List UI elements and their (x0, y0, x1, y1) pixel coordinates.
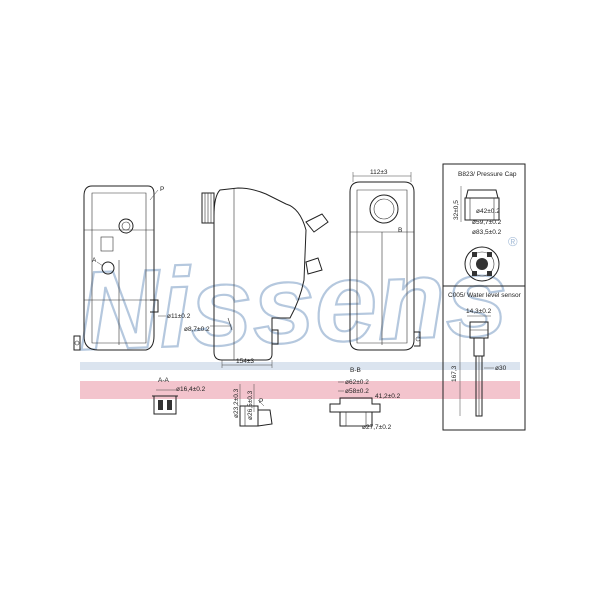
label-p: P (160, 186, 164, 193)
cap-dim-height: 32±0,5 (453, 200, 460, 220)
detail-p: ø23,2±0.3 ø26,5±0.3 P (233, 384, 273, 427)
dim-small-hole: ø11±0.2 (167, 313, 191, 320)
tank-side-view: 154±3 ø8,7±0.2 (184, 187, 329, 368)
p-dim-1: ø23,2±0.3 (233, 388, 240, 418)
sensor-dim-width: 14,3±0.2 (466, 308, 492, 315)
detail-a-a: A-A ø16,4±0.2 (152, 377, 206, 415)
registered-mark: ® (508, 234, 518, 249)
bb-dim-3: 41,2±0.2 (375, 393, 401, 400)
blue-stripe (80, 362, 520, 370)
bb-dim-4: ø27,7±0.2 (362, 424, 392, 431)
aa-title: A-A (158, 377, 170, 384)
sensor-title: C005/ Water level sensor (448, 292, 522, 299)
p-label: P (259, 398, 263, 405)
dim-outlet: ø8,7±0.2 (184, 326, 210, 333)
sensor-dim-height: 167,3 (451, 365, 458, 382)
detail-b-b: B-B ø62±0.2 ø58±0.2 41,2±0.2 ø27,7±0.2 (329, 367, 401, 431)
watermark: Nissens ® (75, 233, 518, 375)
cap-title: B823/ Pressure Cap (458, 171, 517, 178)
cap-dim-3: ø83,5±0.2 (472, 229, 502, 236)
pink-stripe (80, 381, 520, 399)
tank-left-view: P A ø11±0.2 (73, 185, 191, 351)
cap-dim-1: ø42±0.2 (476, 208, 500, 215)
dim-right-width: 112±3 (370, 169, 388, 176)
label-b: B (398, 227, 402, 234)
panel-water-level-sensor: C005/ Water level sensor 14,3±0.2 167,3 … (448, 292, 522, 417)
tank-right-view: 112±3 B (349, 169, 421, 351)
cap-dim-2: ø59,7±0.2 (472, 219, 502, 226)
watermark-text: Nissens (76, 234, 510, 374)
dim-side-width: 154±3 (236, 358, 254, 365)
panel-pressure-cap: B823/ Pressure Cap 32±0,5 ø42±0.2 ø59,7±… (442, 163, 526, 431)
label-a: A (92, 257, 97, 264)
bb-dim-2: ø58±0.2 (345, 388, 369, 395)
aa-dim: ø16,4±0.2 (176, 386, 206, 393)
bb-title: B-B (350, 367, 361, 374)
bb-dim-1: ø62±0.2 (345, 379, 369, 386)
sensor-dim-dia: ø30 (495, 365, 507, 372)
p-dim-2: ø26,5±0.3 (247, 390, 254, 420)
